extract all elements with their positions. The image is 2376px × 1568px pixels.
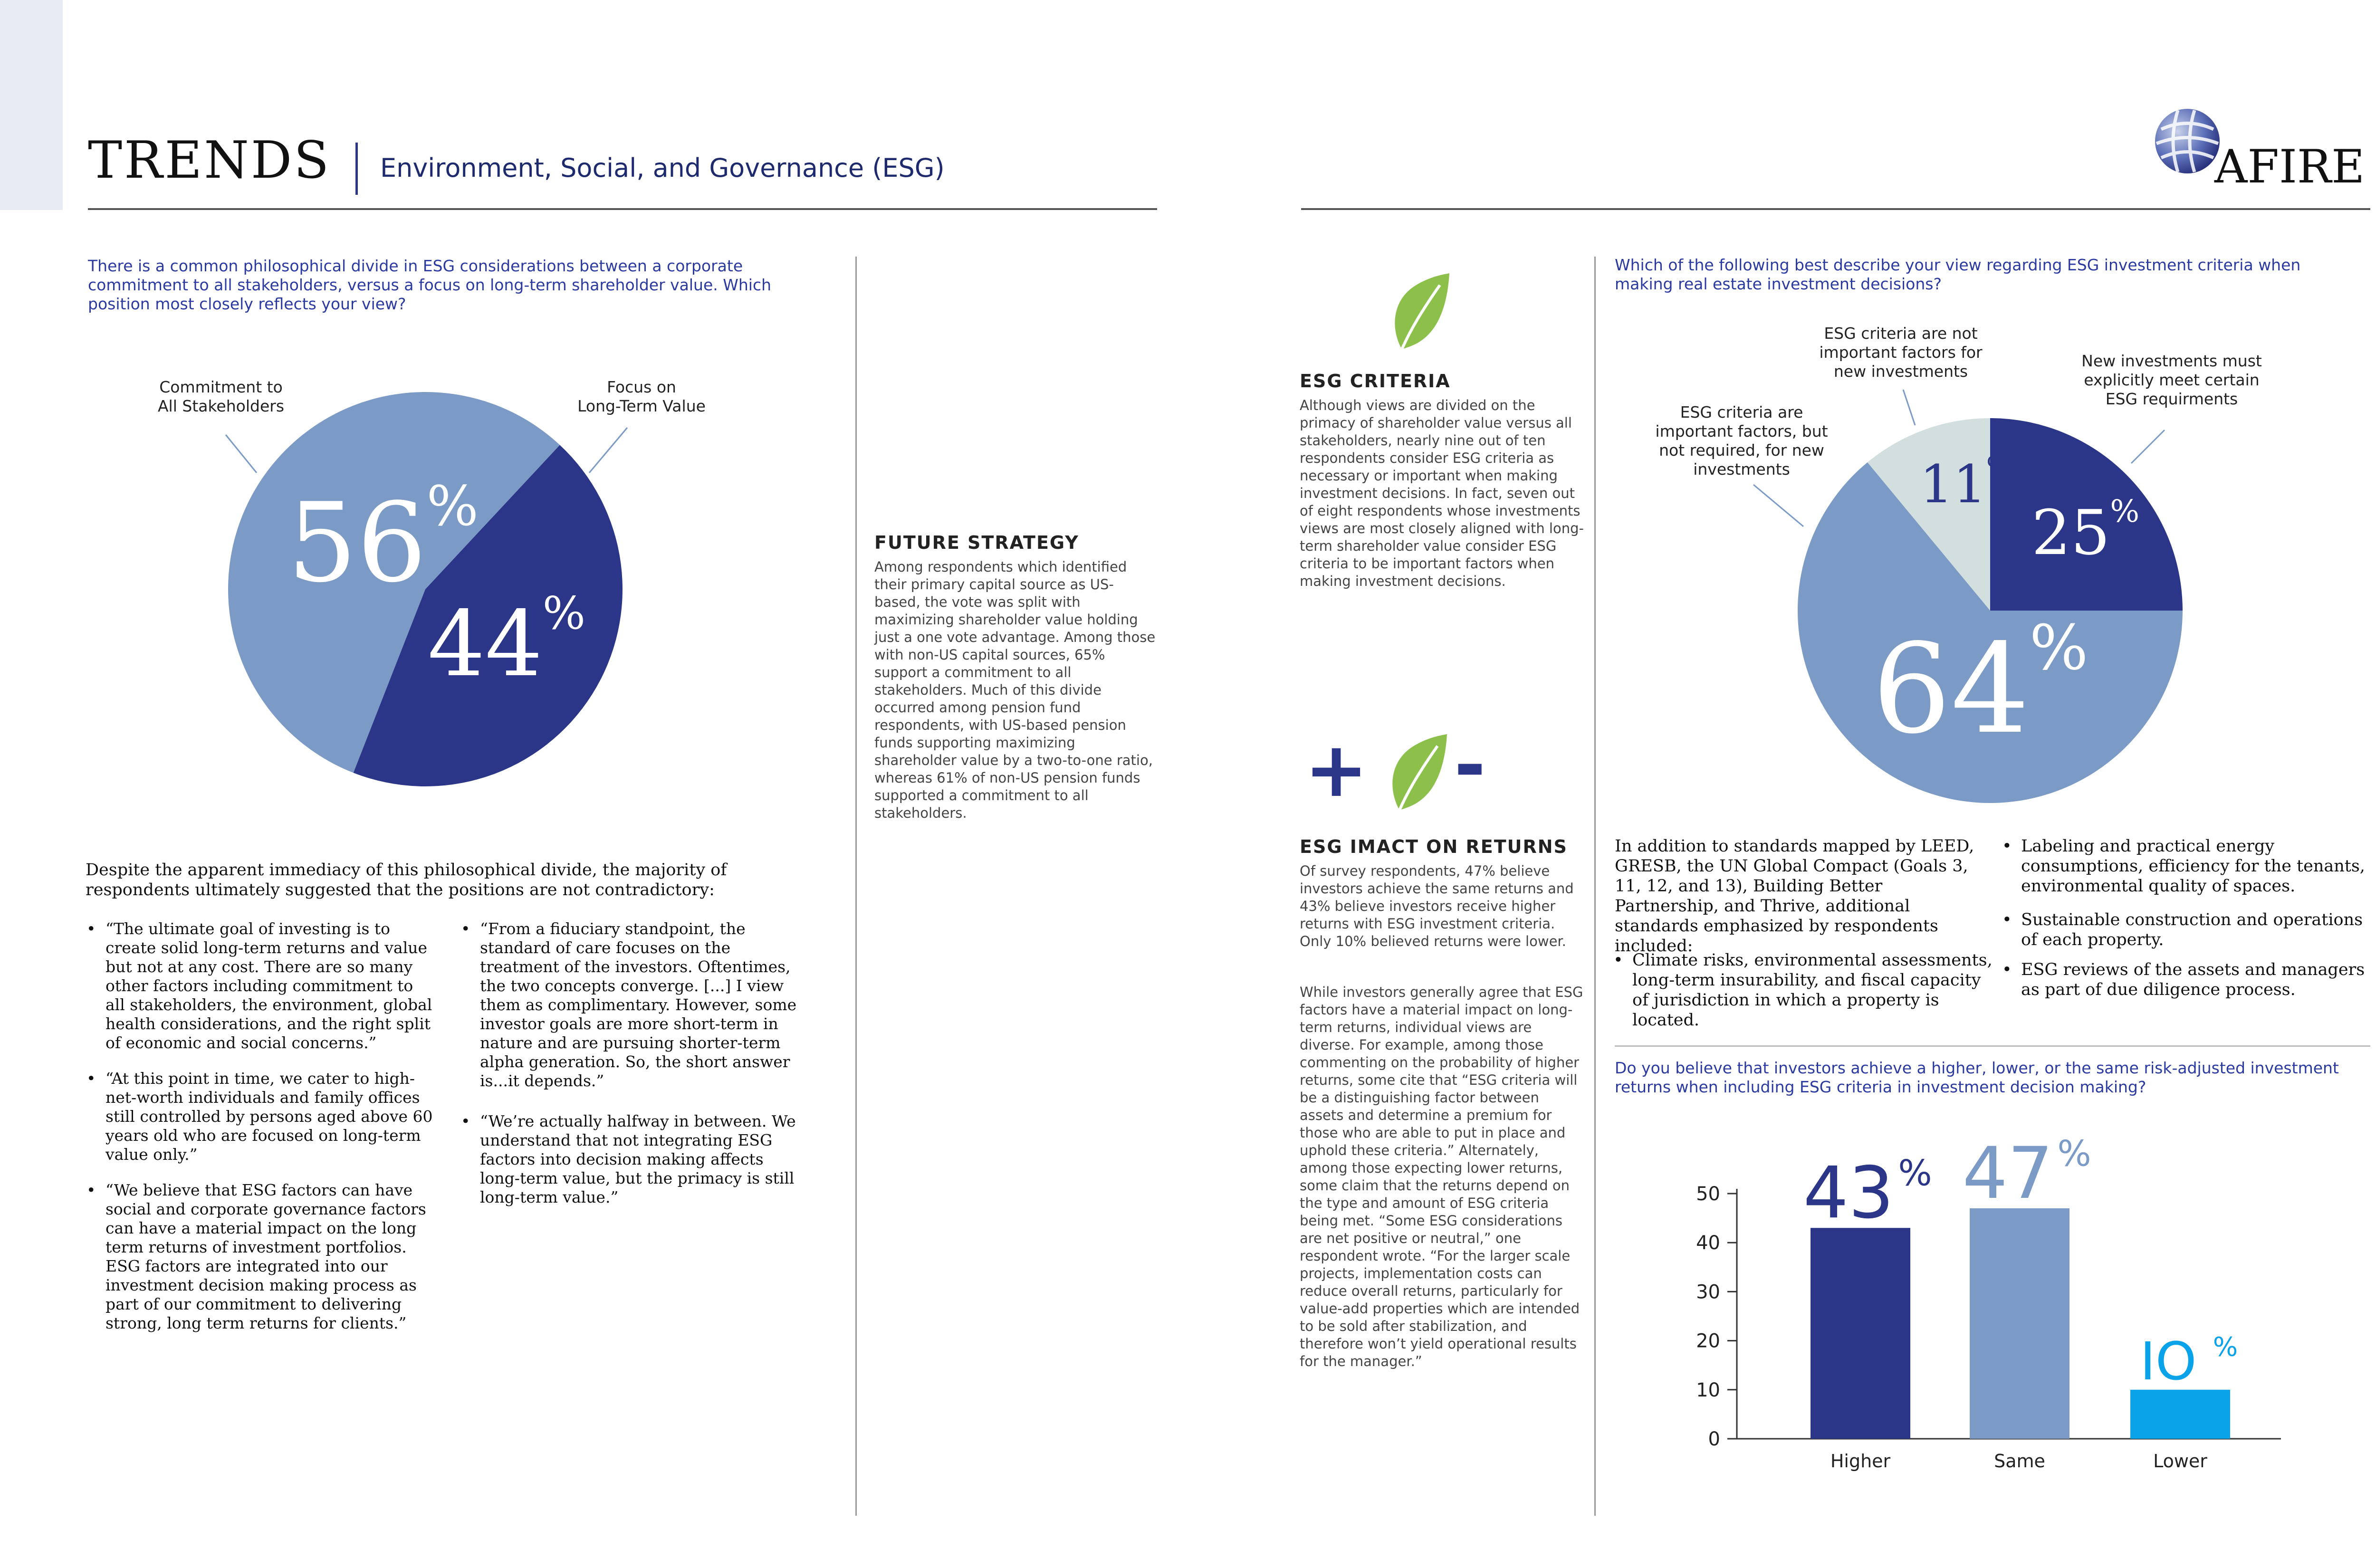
esg-returns-body-1: Of survey respondents, 47% believe inves… xyxy=(1300,863,1574,949)
label-stakeholders: Commitment to All Stakeholders xyxy=(157,378,285,415)
logo-text: AFIRE xyxy=(2214,140,2365,193)
bar-value-label: 43 xyxy=(1803,1152,1894,1234)
standards-intro: In addition to standards mapped by LEED,… xyxy=(1615,837,1974,956)
quote-item: “The ultimate goal of investing is to cr… xyxy=(86,919,433,1052)
header-rule-right xyxy=(1301,208,2370,210)
bar-value-label: IO xyxy=(2140,1331,2196,1392)
plus-icon: + xyxy=(1304,725,1369,814)
esg-returns-body-2: While investors generally agree that ESG… xyxy=(1300,984,1583,1369)
bar-value-percent: % xyxy=(1898,1152,1932,1194)
section-title: TRENDS xyxy=(88,131,331,190)
pie-slice-important xyxy=(1797,462,2183,803)
x-tick-label: Lower xyxy=(2153,1451,2207,1472)
leader-line-important xyxy=(1753,484,1804,527)
quote-item: “We’re actually halfway in between. We u… xyxy=(461,1112,808,1207)
pie-slice-not-important xyxy=(1867,418,1990,611)
y-tick-label: 30 xyxy=(1696,1281,1720,1303)
pie2-label-11: 11% xyxy=(1920,451,2012,515)
future-strategy-body: Among respondents which identified their… xyxy=(874,559,1156,821)
pie1-label-44: 44% xyxy=(428,587,586,697)
bar-same xyxy=(1970,1208,2069,1439)
left-question: There is a common philosophical divide i… xyxy=(88,257,772,313)
label-important: ESG criteria are important factors, but … xyxy=(1655,403,1828,478)
page-subtitle: Environment, Social, and Governance (ESG… xyxy=(380,153,945,183)
x-tick-label: Higher xyxy=(1830,1451,1891,1472)
column-divider-2 xyxy=(1594,257,1596,1516)
leaf-icon xyxy=(1388,271,1454,352)
pie-chart-philosophy xyxy=(225,392,628,787)
pie-slice-must-meet xyxy=(1990,418,2183,611)
quote-item: “We believe that ESG factors can have so… xyxy=(86,1181,433,1333)
x-tick-label: Same xyxy=(1994,1451,2045,1472)
right-question: Which of the following best describe you… xyxy=(1615,256,2301,293)
y-tick-label: 50 xyxy=(1696,1183,1720,1205)
y-tick-label: 10 xyxy=(1696,1379,1720,1401)
pie1-label-56: 56% xyxy=(287,474,479,607)
standards-item: Labeling and practical energy consumptio… xyxy=(2002,836,2376,896)
pie2-label-64: 64% xyxy=(1872,612,2089,761)
label-must-meet: New investments must explicitly meet cer… xyxy=(2081,352,2262,408)
esg-criteria-body: Although views are divided on the primac… xyxy=(1300,397,1584,589)
minus-icon: - xyxy=(1454,720,1486,809)
title-divider xyxy=(355,143,358,195)
y-tick-label: 0 xyxy=(1708,1428,1720,1450)
esg-criteria-heading: ESG CRITERIA xyxy=(1300,371,1451,392)
globe-logo-icon xyxy=(2152,105,2223,177)
leader-line-not-important xyxy=(1902,389,1916,426)
column-divider-1 xyxy=(855,257,857,1516)
future-strategy-heading: FUTURE STRATEGY xyxy=(874,532,1079,553)
label-not-important: ESG criteria are not important factors f… xyxy=(1819,324,1983,381)
page-tab xyxy=(0,0,63,210)
left-intro: Despite the apparent immediacy of this p… xyxy=(86,860,727,899)
quote-item: “At this point in time, we cater to high… xyxy=(86,1069,433,1164)
leader-line-stakeholders xyxy=(225,434,258,473)
pie2-label-25: 25% xyxy=(2031,493,2140,569)
bar-higher xyxy=(1811,1228,1910,1439)
standards-item: Sustainable construction and operations … xyxy=(2002,910,2376,950)
bar-value-percent: % xyxy=(2057,1132,2091,1174)
pie-chart-esg-views xyxy=(1753,389,2183,803)
leader-line-must-meet xyxy=(2130,429,2165,464)
pie-slice-stakeholders xyxy=(228,392,560,773)
right-question-2: Do you believe that investors achieve a … xyxy=(1615,1059,2339,1096)
bar-value-percent: % xyxy=(2213,1331,2238,1362)
bar-value-label: 47 xyxy=(1963,1132,2053,1215)
standards-item: Climate risks, environmental assessments… xyxy=(1613,950,1993,1030)
right-section-rule xyxy=(1615,1045,2370,1047)
standards-item: ESG reviews of the assets and managers a… xyxy=(2002,960,2376,1000)
leader-line-longterm xyxy=(588,427,628,473)
leaf-icon xyxy=(1385,732,1452,813)
y-tick-label: 20 xyxy=(1696,1330,1720,1352)
bar-lower xyxy=(2130,1389,2230,1439)
label-longterm: Focus on Long-Term Value xyxy=(577,378,706,415)
esg-returns-heading: ESG IMACT ON RETURNS xyxy=(1300,836,1568,857)
header-rule-left xyxy=(88,208,1157,210)
y-tick-label: 40 xyxy=(1696,1232,1720,1254)
pie-slice-longterm xyxy=(353,445,623,787)
quote-item: “From a fiduciary standpoint, the standa… xyxy=(461,919,808,1090)
